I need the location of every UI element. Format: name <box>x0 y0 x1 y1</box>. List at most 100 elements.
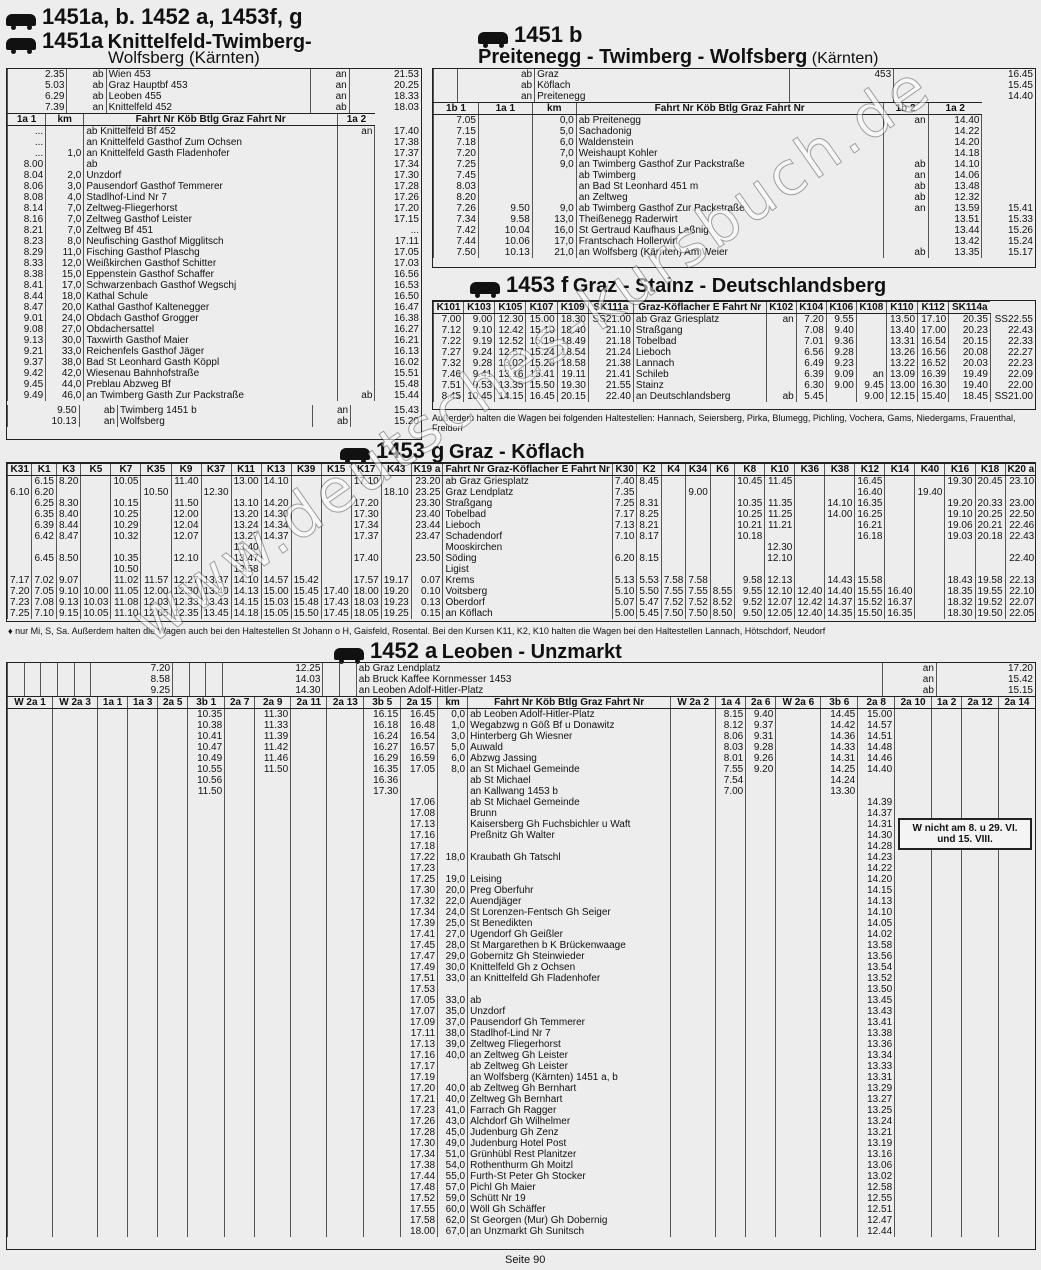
table-cell: 14.20 <box>927 137 982 148</box>
table-cell <box>52 1226 98 1237</box>
table-cell <box>7 841 53 852</box>
table-cell <box>745 885 776 896</box>
table-cell: 15.42 <box>935 674 1035 685</box>
table-cell: 40,0 <box>437 1050 468 1061</box>
table-cell <box>52 1182 98 1193</box>
table-cell <box>157 995 188 1006</box>
table-cell <box>326 984 364 995</box>
table-cell: ab <box>456 69 535 80</box>
table-cell <box>326 808 364 819</box>
table-cell <box>7 885 53 896</box>
table-cell: 22.33 <box>989 336 1035 347</box>
table-cell <box>7 874 53 885</box>
table-cell <box>7 764 53 775</box>
table-cell: 13.52 <box>857 973 895 984</box>
table-cell <box>894 753 932 764</box>
table-cell: 8,0 <box>437 764 468 775</box>
bus-icon <box>340 447 370 464</box>
table-cell <box>363 1138 401 1149</box>
table-cell <box>997 786 1035 797</box>
table-cell <box>290 475 322 487</box>
table-cell <box>187 1028 225 1039</box>
table-cell: Reichenfels Gasthof Jäger <box>83 346 338 357</box>
table-cell: 7.17 <box>6 575 32 586</box>
table-cell: 15.00 <box>857 708 895 720</box>
table-cell: 7.15 <box>433 126 479 137</box>
table-cell <box>290 1039 327 1050</box>
table-cell: Theißenegg Raderwirt <box>575 214 884 225</box>
table-cell <box>254 951 291 962</box>
table-cell: ... <box>6 137 46 148</box>
table-cell: 5.07 <box>611 597 637 608</box>
table-cell <box>290 542 322 553</box>
table-cell: 8.00 <box>6 159 46 170</box>
table-cell: 23.40 <box>410 509 443 520</box>
route-1451b-name: Preitenegg - Twimberg - Wolfsberg (Kärnt… <box>478 46 879 68</box>
table-cell: 16.29 <box>363 753 401 764</box>
table-cell: an Deutschlandsberg <box>632 391 767 402</box>
table-cell <box>224 1116 255 1127</box>
table-cell: 19.40 <box>914 487 945 498</box>
table-cell: 35,0 <box>437 1006 468 1017</box>
table-cell <box>7 720 53 731</box>
table-cell <box>944 564 976 575</box>
table-cell: an <box>309 80 350 91</box>
table-cell <box>775 797 821 808</box>
table-cell <box>6 564 32 575</box>
table-cell <box>260 487 292 498</box>
table-cell <box>320 575 352 586</box>
table-cell <box>224 918 255 929</box>
table-cell <box>254 1193 291 1204</box>
table-cell <box>187 1039 225 1050</box>
table-cell: 16.18 <box>363 720 401 731</box>
table-cell: Fahrt Nr Graz-Köflacher E Fahrt Nr <box>442 463 613 476</box>
table-cell: K103 <box>463 301 495 314</box>
table-cell <box>326 962 364 973</box>
table-cell: Oberdorf <box>442 597 613 608</box>
table-cell: 10.13 <box>477 247 533 258</box>
table-cell <box>187 918 225 929</box>
table-cell: 23.20 <box>410 475 443 487</box>
table-cell <box>894 1028 932 1039</box>
table-cell: Knittelfeld 452 <box>105 102 311 113</box>
table-cell <box>337 357 375 368</box>
table-cell <box>337 181 375 192</box>
table-cell <box>894 852 932 863</box>
table-cell <box>363 863 401 874</box>
table-cell <box>254 1138 291 1149</box>
table-cell <box>254 1039 291 1050</box>
table-cell <box>715 1039 746 1050</box>
table-cell: K101 <box>432 301 464 314</box>
table-cell: an Knittelfeld Gh Fladenhofer <box>467 973 671 984</box>
table-cell <box>187 1138 225 1149</box>
table-cell: 12.10 <box>764 553 795 564</box>
table-cell: 1a 1 <box>477 102 533 115</box>
table-cell: 1,0 <box>437 720 468 731</box>
table-cell <box>794 509 825 520</box>
table-cell <box>997 1127 1035 1138</box>
table-cell: 12.35 <box>170 608 202 619</box>
table-cell: SS21.00 <box>989 391 1035 402</box>
table-cell: 14.22 <box>857 863 895 874</box>
table-cell: 14.30 <box>260 509 292 520</box>
table-cell <box>127 1226 158 1237</box>
table-cell: 13.27 <box>230 531 262 542</box>
table-cell <box>363 918 401 929</box>
table-cell: ab Zeltweg Gh Leister <box>467 1061 671 1072</box>
table-cell: 19.20 <box>380 586 412 597</box>
table-cell: 12.07 <box>170 531 202 542</box>
table-cell: 17.34 <box>350 520 382 531</box>
table-cell <box>882 214 929 225</box>
table-cell <box>789 80 894 91</box>
table-cell <box>764 531 795 542</box>
table-cell <box>794 542 825 553</box>
table-cell <box>794 487 825 498</box>
table-cell <box>326 742 364 753</box>
table-cell <box>224 1182 255 1193</box>
table-cell <box>745 874 776 885</box>
table-cell <box>187 1105 225 1116</box>
